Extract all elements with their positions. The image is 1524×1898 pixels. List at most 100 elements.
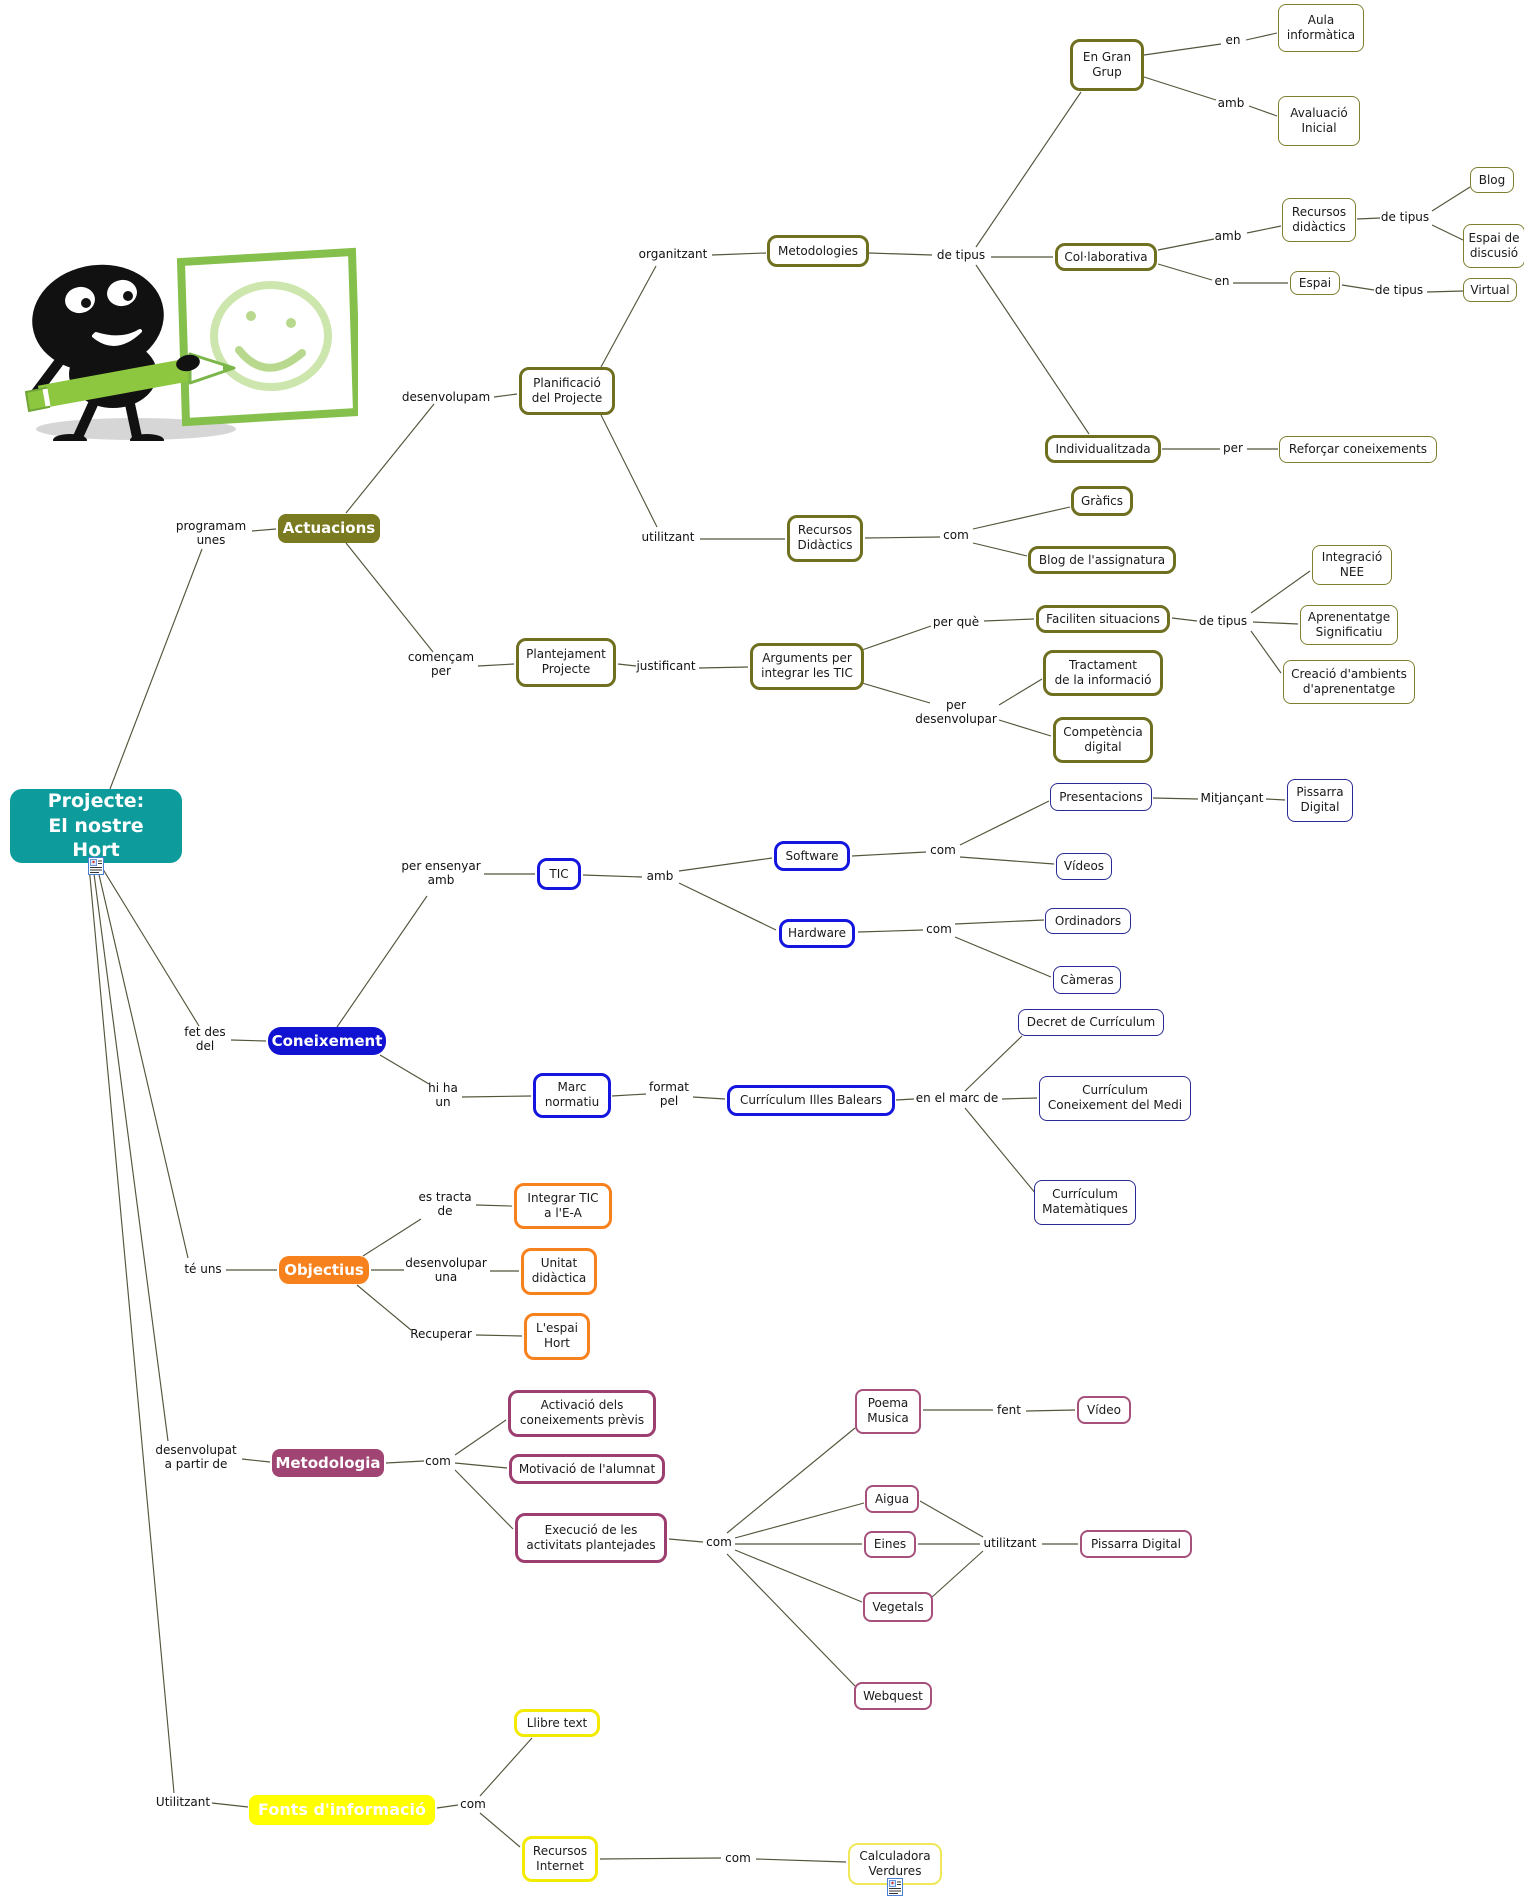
link-label: fent — [997, 1403, 1021, 1418]
node-recursos-didactics-amb[interactable]: Recursos didàctics — [1282, 198, 1356, 242]
node-llibre-text[interactable]: Llibre text — [514, 1709, 600, 1737]
node-individualitzada[interactable]: Individualitzada — [1045, 435, 1161, 463]
node-recursos-didactics[interactable]: Recursos Didàctics — [787, 514, 863, 562]
link-label: començam per — [407, 650, 475, 678]
node-cameras[interactable]: Càmeras — [1053, 966, 1121, 994]
document-icon[interactable] — [88, 857, 104, 875]
node-vegetals[interactable]: Vegetals — [863, 1592, 933, 1622]
link-label: programam unes — [175, 519, 247, 547]
node-aprenentatge-significatiu[interactable]: Aprenentatge Significatiu — [1300, 605, 1398, 645]
node-marc-normatiu[interactable]: Marc normatiu — [533, 1072, 611, 1118]
node-videos[interactable]: Vídeos — [1056, 852, 1112, 880]
node-aigua[interactable]: Aigua — [865, 1485, 919, 1513]
node-faciliten-situacions[interactable]: Faciliten situacions — [1036, 605, 1170, 633]
node-collaborativa[interactable]: Col·laborativa — [1055, 243, 1157, 271]
link-label: té uns — [184, 1262, 222, 1277]
link-label: es tracta de — [418, 1190, 472, 1218]
link-label: utilitzant — [983, 1536, 1037, 1551]
link-label: com — [725, 1851, 751, 1866]
link-label: com — [926, 922, 952, 937]
mascot-illustration — [24, 247, 358, 441]
node-actuacions[interactable]: Actuacions — [278, 513, 380, 543]
node-grafics[interactable]: Gràfics — [1071, 486, 1133, 516]
node-metodologies[interactable]: Metodologies — [767, 235, 869, 267]
link-label: de tipus — [1380, 210, 1430, 225]
node-avaluacio-inicial[interactable]: Avaluació Inicial — [1278, 96, 1360, 146]
link-label: en — [1225, 33, 1241, 48]
node-activacio-coneixements[interactable]: Activació dels coneixements prèvis — [508, 1389, 656, 1437]
node-webquest[interactable]: Webquest — [854, 1682, 932, 1710]
node-decret-curriculum[interactable]: Decret de Currículum — [1018, 1008, 1164, 1036]
node-recursos-internet[interactable]: Recursos Internet — [522, 1836, 598, 1882]
node-espai[interactable]: Espai — [1290, 271, 1340, 295]
node-virtual[interactable]: Virtual — [1463, 278, 1517, 302]
link-label: Recuperar — [410, 1327, 472, 1342]
link-label: de tipus — [1374, 283, 1424, 298]
node-curriculum-illes-balears[interactable]: Currículum Illes Balears — [727, 1084, 895, 1116]
link-label: desenvolupar una — [405, 1256, 487, 1284]
node-blog-assignatura[interactable]: Blog de l'assignatura — [1028, 546, 1176, 574]
node-hardware[interactable]: Hardware — [779, 918, 855, 948]
link-label: de tipus — [1198, 614, 1248, 629]
node-competencia-digital[interactable]: Competència digital — [1053, 717, 1153, 763]
link-label: fet des del — [184, 1025, 226, 1053]
node-presentacions[interactable]: Presentacions — [1050, 783, 1152, 811]
link-label: amb — [1214, 229, 1242, 244]
link-label: per desenvolupar — [915, 698, 997, 726]
document-icon[interactable] — [887, 1878, 903, 1896]
link-label: com — [930, 843, 956, 858]
link-label: organitzant — [638, 247, 708, 262]
link-label: com — [943, 528, 969, 543]
node-poema-musica[interactable]: Poema Musica — [855, 1388, 921, 1434]
node-ordinadors[interactable]: Ordinadors — [1045, 908, 1131, 934]
node-curriculum-medi[interactable]: Currículum Coneixement del Medi — [1039, 1075, 1191, 1121]
node-reforcar-coneixements[interactable]: Reforçar coneixements — [1279, 435, 1437, 463]
link-label: amb — [1217, 96, 1245, 111]
link-label: Mitjançant — [1200, 791, 1264, 806]
node-planificacio-projecte[interactable]: Planificació del Projecte — [519, 367, 615, 415]
node-pissarra-digital-met[interactable]: Pissarra Digital — [1080, 1530, 1192, 1558]
node-espai-hort[interactable]: L'espai Hort — [524, 1312, 590, 1360]
node-pissarra-digital-tic[interactable]: Pissarra Digital — [1287, 778, 1353, 822]
node-integrar-tic[interactable]: Integrar TIC a l'E-A — [514, 1183, 612, 1229]
link-label: en — [1214, 274, 1230, 289]
link-label: Utilitzant — [155, 1795, 211, 1810]
node-blog[interactable]: Blog — [1470, 167, 1514, 193]
node-unitat-didactica[interactable]: Unitat didàctica — [521, 1247, 597, 1295]
link-label: desenvolupam — [401, 390, 491, 405]
node-plantejament-projecte[interactable]: Plantejament Projecte — [516, 637, 616, 687]
node-eines[interactable]: Eines — [864, 1530, 916, 1558]
node-fonts-informacio[interactable]: Fonts d'informació — [249, 1795, 435, 1825]
link-label: desenvolupat a partir de — [155, 1443, 237, 1471]
node-video[interactable]: Vídeo — [1077, 1396, 1131, 1424]
link-label: per — [1223, 441, 1243, 456]
node-root[interactable]: Projecte: El nostre Hort — [10, 789, 182, 863]
node-calculadora-verdures[interactable]: Calculadora Verdures — [848, 1843, 942, 1885]
node-software[interactable]: Software — [774, 841, 850, 871]
link-label: com — [425, 1454, 451, 1469]
node-creacio-ambients[interactable]: Creació d'ambients d'aprenentatge — [1283, 660, 1415, 704]
node-objectius[interactable]: Objectius — [279, 1256, 369, 1284]
link-label: per ensenyar amb — [401, 859, 481, 887]
node-espai-discusio[interactable]: Espai de discusió — [1463, 224, 1524, 268]
link-label: com — [460, 1797, 486, 1812]
node-execucio-activitats[interactable]: Execució de les activitats plantejades — [515, 1513, 667, 1563]
node-metodologia[interactable]: Metodologia — [272, 1449, 384, 1477]
link-label: utilitzant — [641, 530, 695, 545]
link-label: en el marc de — [915, 1091, 999, 1106]
node-motivacio-alumnat[interactable]: Motivació de l'alumnat — [509, 1454, 665, 1484]
node-aula-informatica[interactable]: Aula informàtica — [1278, 4, 1364, 52]
link-label: hi ha un — [428, 1081, 458, 1109]
link-label: com — [706, 1535, 732, 1550]
node-tic[interactable]: TIC — [537, 858, 581, 890]
node-curriculum-matematiques[interactable]: Currículum Matemàtiques — [1034, 1179, 1136, 1225]
node-tractament-informacio[interactable]: Tractament de la informació — [1043, 650, 1163, 696]
node-arguments-tic[interactable]: Arguments per integrar les TIC — [750, 642, 864, 690]
link-label: format pel — [648, 1080, 690, 1108]
link-label: de tipus — [936, 248, 986, 263]
link-label: per què — [932, 615, 980, 630]
node-coneixement[interactable]: Coneixement — [268, 1027, 386, 1055]
node-en-gran-grup[interactable]: En Gran Grup — [1070, 39, 1144, 91]
node-integracio-nee[interactable]: Integració NEE — [1312, 545, 1392, 585]
